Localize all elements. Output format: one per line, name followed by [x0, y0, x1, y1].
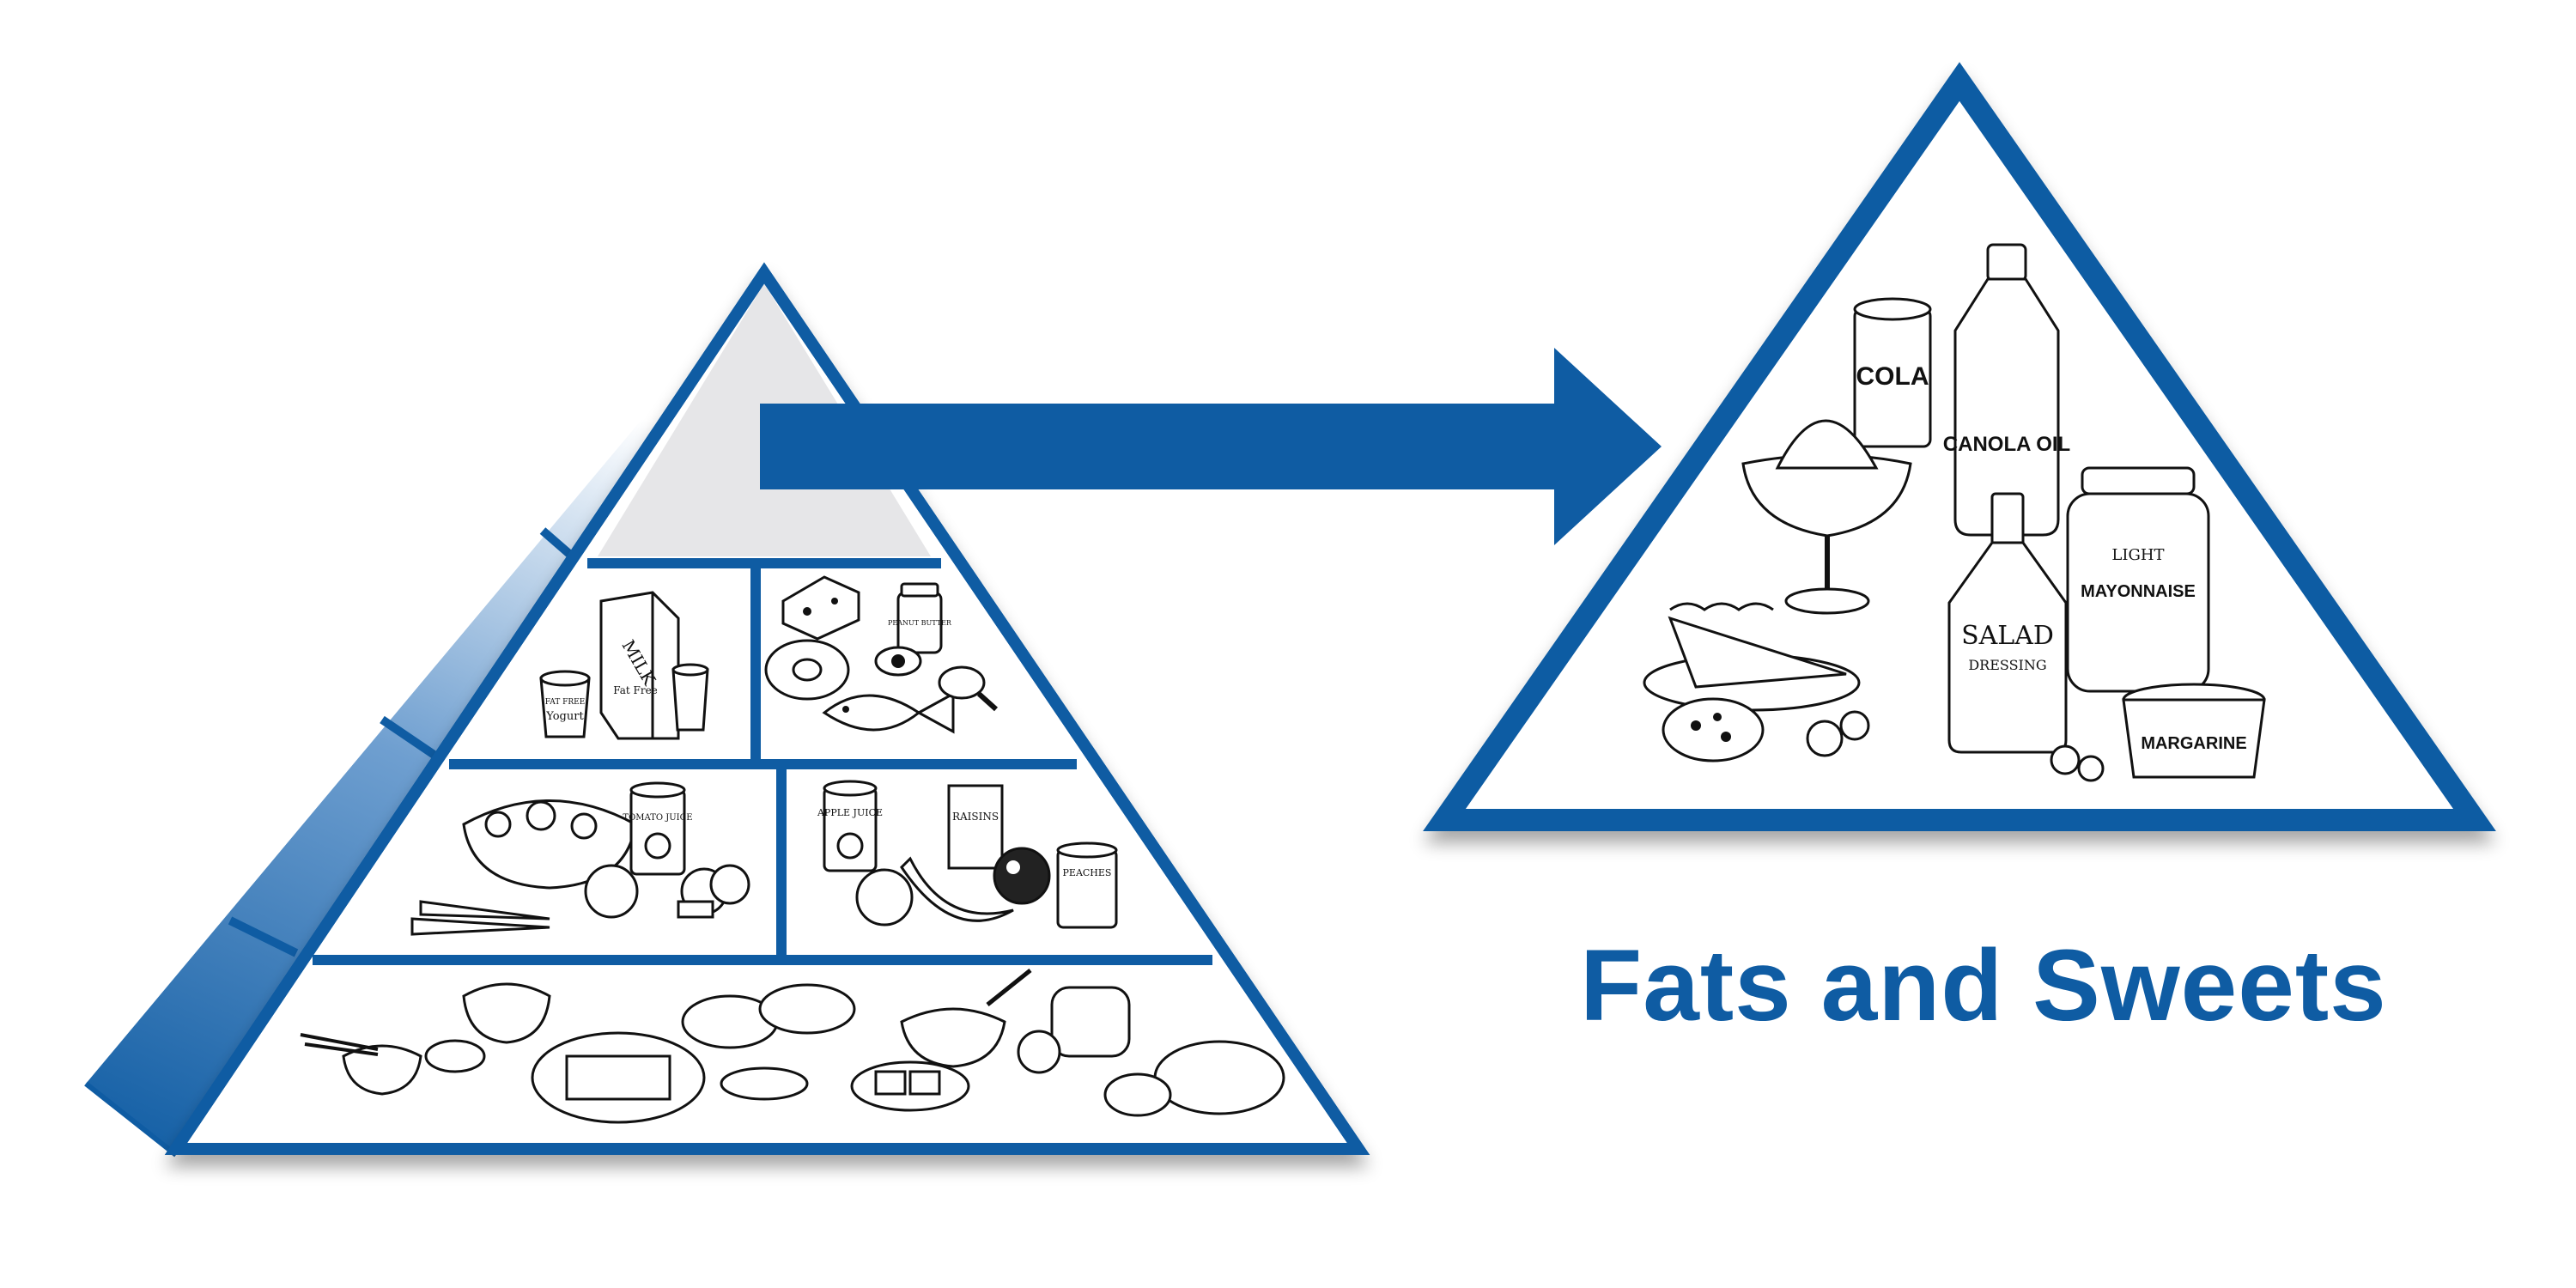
crackers-plate-icon [850, 1060, 970, 1112]
milk-carton-icon: MILK Fat Free [599, 591, 680, 740]
margarine-tub-icon: MARGARINE [2122, 683, 2266, 779]
cereal-bowl-icon [462, 982, 551, 1044]
salad-label: SALAD [1961, 621, 2054, 651]
peanut-butter-label: PEANUT BUTTER [888, 619, 952, 627]
fruit-group: APPLE JUICE RAISINS PEACHES [817, 780, 1118, 929]
caption-title: Fats and Sweets [1580, 929, 2387, 1042]
mayonnaise-label: MAYONNAISE [2081, 582, 2196, 601]
ice-cream-sundae-icon [1741, 419, 1912, 615]
banana-icon [900, 856, 1014, 922]
cookie-icon [1662, 697, 1765, 762]
glass-icon [671, 663, 709, 732]
margarine-label: MARGARINE [2141, 734, 2246, 753]
tomato-juice-can-icon: TOMATO JUICE [623, 781, 693, 876]
protein-group: PEANUT BUTTER [764, 575, 999, 734]
oatmeal-bowl-icon [900, 969, 1032, 1068]
cola-can-icon: COLA [1853, 297, 1932, 448]
fish-icon [822, 691, 955, 734]
fats-sweets-triangle: COLA CANOLA OIL LIGHT MAYONNAISE SALAD D… [1423, 62, 2496, 831]
drumstick-icon [938, 665, 999, 712]
apple-juice-can-icon: APPLE JUICE [817, 780, 883, 872]
peanut-butter-jar-icon: PEANUT BUTTER [888, 582, 952, 654]
tomato-icon [584, 864, 639, 919]
pie-slice-icon [1643, 602, 1861, 712]
yogurt-cup-icon: FAT FREE Yogurt [539, 670, 591, 738]
apple-juice-label: APPLE JUICE [817, 807, 883, 818]
salad-dressing-bottle-icon: SALAD DRESSING [1947, 492, 2068, 754]
candy-icon [1806, 710, 2105, 782]
carrots-icon [410, 900, 550, 936]
salad-bowl-icon [462, 799, 637, 890]
cheese-icon [781, 575, 860, 641]
corn-icon [424, 1039, 486, 1073]
pasta-icon [720, 1066, 809, 1101]
bread-icon [1017, 986, 1131, 1074]
vegetable-group: TOMATO JUICE [410, 781, 750, 936]
apple-icon [993, 847, 1051, 905]
mayonnaise-jar-icon: LIGHT MAYONNAISE [2066, 466, 2210, 693]
ham-icon [764, 639, 850, 701]
light-label: LIGHT [2111, 546, 2164, 564]
peaches-can-icon: PEACHES [1056, 841, 1118, 929]
yogurt-label: Yogurt [545, 710, 584, 723]
cola-label: COLA [1856, 362, 1929, 391]
tomato-juice-label: TOMATO JUICE [623, 813, 692, 823]
dressing-label: DRESSING [1968, 657, 2046, 673]
broccoli-icon [677, 864, 750, 919]
raisins-label: RAISINS [952, 811, 999, 823]
grain-group [300, 969, 1285, 1124]
dairy-group: MILK Fat Free FAT FREE Yogurt [539, 591, 709, 740]
arrow-icon [760, 348, 1662, 545]
canola-oil-label: CANOLA OIL [1943, 433, 2070, 456]
food-pyramid: MILK Fat Free FAT FREE Yogurt [84, 262, 1370, 1157]
potato-icon [681, 983, 856, 1049]
lasagna-plate-icon [531, 1031, 706, 1124]
raisins-box-icon: RAISINS [947, 784, 1004, 870]
milk-sub-label: Fat Free [613, 684, 658, 696]
yogurt-top-label: FAT FREE [545, 698, 586, 707]
orange-icon [855, 868, 914, 927]
peaches-label: PEACHES [1063, 867, 1112, 878]
egg-icon [874, 646, 922, 677]
tortilla-icon [1103, 1040, 1285, 1117]
rice-bowl-icon [300, 1033, 422, 1096]
canola-oil-bottle-icon: CANOLA OIL [1943, 243, 2070, 537]
